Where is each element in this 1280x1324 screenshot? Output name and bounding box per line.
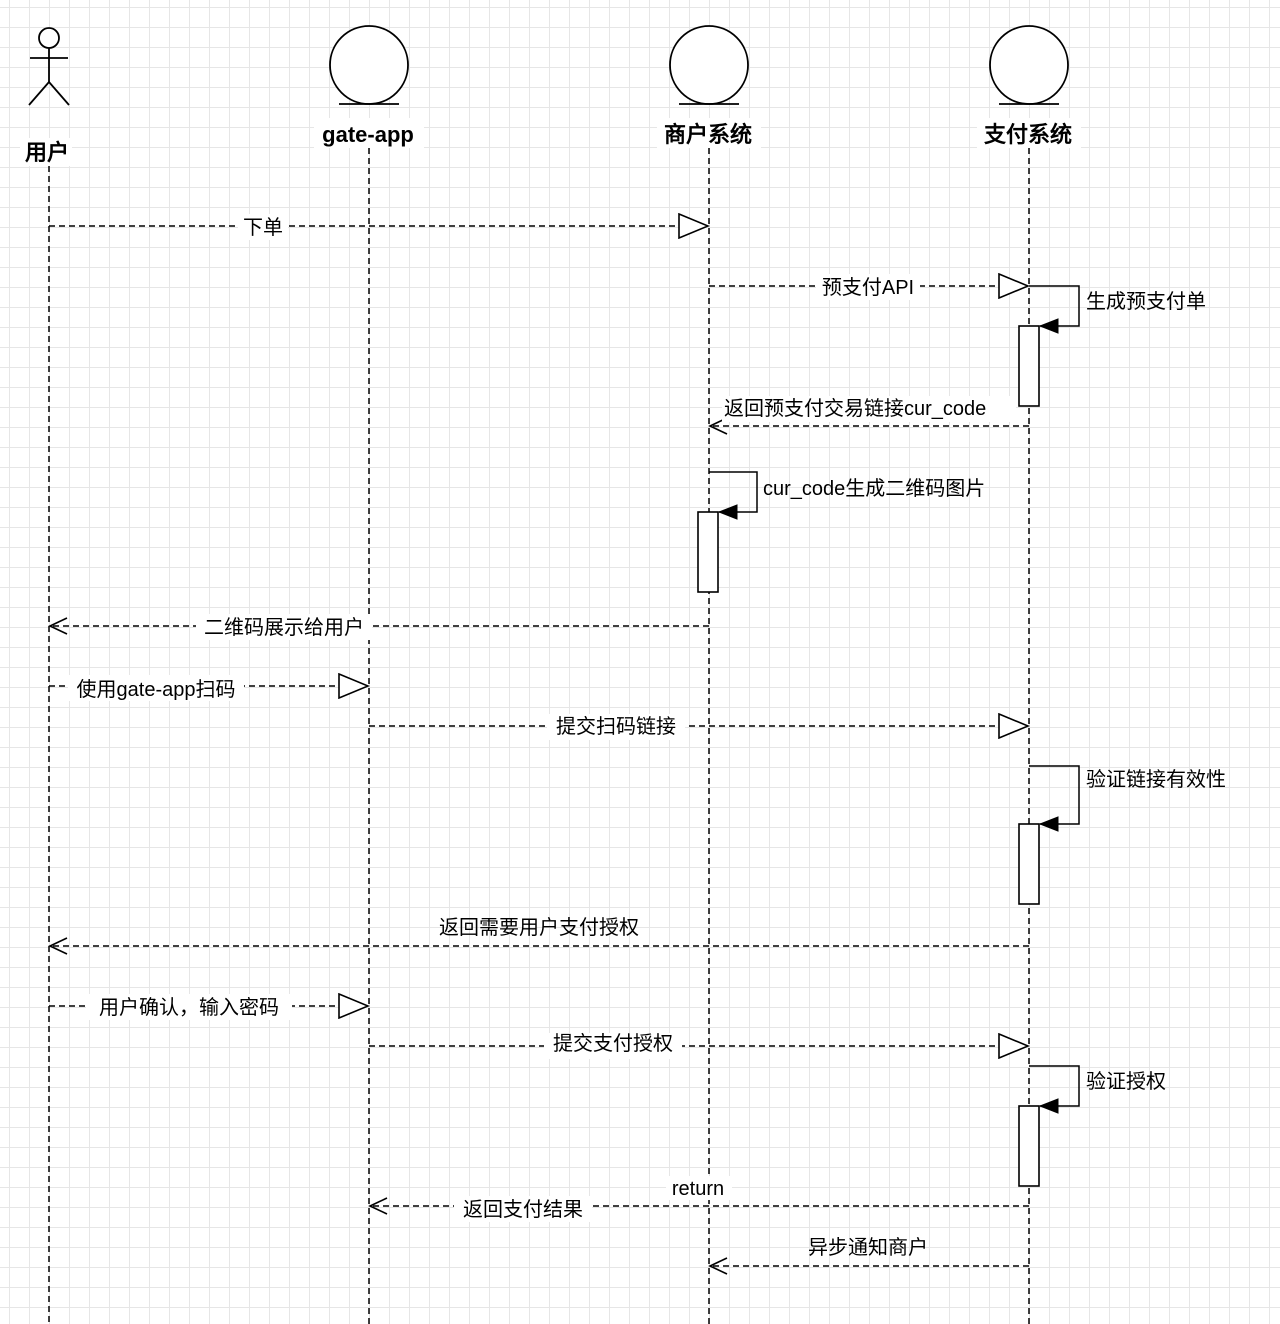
msg-show-qrcode-label: 二维码展示给用户 [204,616,364,639]
participant-user-label: 用户 [25,140,69,165]
message-lines [48,226,1080,1275]
msg-confirm-password-label: 用户确认，输入密码 [99,996,279,1019]
arrow-self-verify-link [1029,765,1080,824]
msg-return-cur-code-label: 返回预支付交易链接cur_code [724,397,986,420]
actor-user-label-bg [20,138,72,166]
msg-return-result-label: 返回支付结果 [463,1198,583,1221]
arrow-self-qrcode [709,471,758,512]
msg-qrcode-label: cur_code生成二维码图片 [763,477,985,500]
actor-head [38,27,60,49]
participant-pay-label: 支付系统 [984,122,1072,147]
gate-app-label-bg [314,118,424,148]
activation-pay-1 [1018,325,1040,407]
msg-submit-link-label: 提交扫码链接 [556,715,676,738]
entity-merchant [669,25,749,105]
arrow-self-verify-auth [1029,1065,1080,1106]
merchant-label-bg [657,118,761,148]
msg-order-label: 下单 [243,216,283,239]
return-label: return [672,1178,724,1200]
entity-pay [989,25,1069,105]
msg-verify-link-label: 验证链接有效性 [1086,768,1226,791]
activation-pay-2 [1018,823,1040,905]
activations [697,325,1040,1187]
participant-gate-app-label: gate-app [322,122,414,147]
actor-user [28,27,70,106]
msg-async-notify-label: 异步通知商户 [808,1236,928,1259]
activation-pay-3 [1018,1105,1040,1187]
participant-merchant-label: 商户系统 [664,122,752,147]
msg-submit-auth-label: 提交支付授权 [553,1032,673,1055]
msg-verify-auth-label: 验证授权 [1086,1070,1166,1093]
lifelines [48,148,1030,1324]
msg-scan-label: 使用gate-app扫码 [77,678,236,701]
pay-label-bg [977,118,1081,148]
activation-merchant-1 [697,511,719,593]
msg-need-auth-label: 返回需要用户支付授权 [439,916,639,939]
msg-prepay-api-label: 预支付API [822,276,914,299]
entity-gate-app [329,25,409,105]
arrow-self-generate-order [1029,285,1080,326]
msg-generate-order-label: 生成预支付单 [1086,290,1206,313]
